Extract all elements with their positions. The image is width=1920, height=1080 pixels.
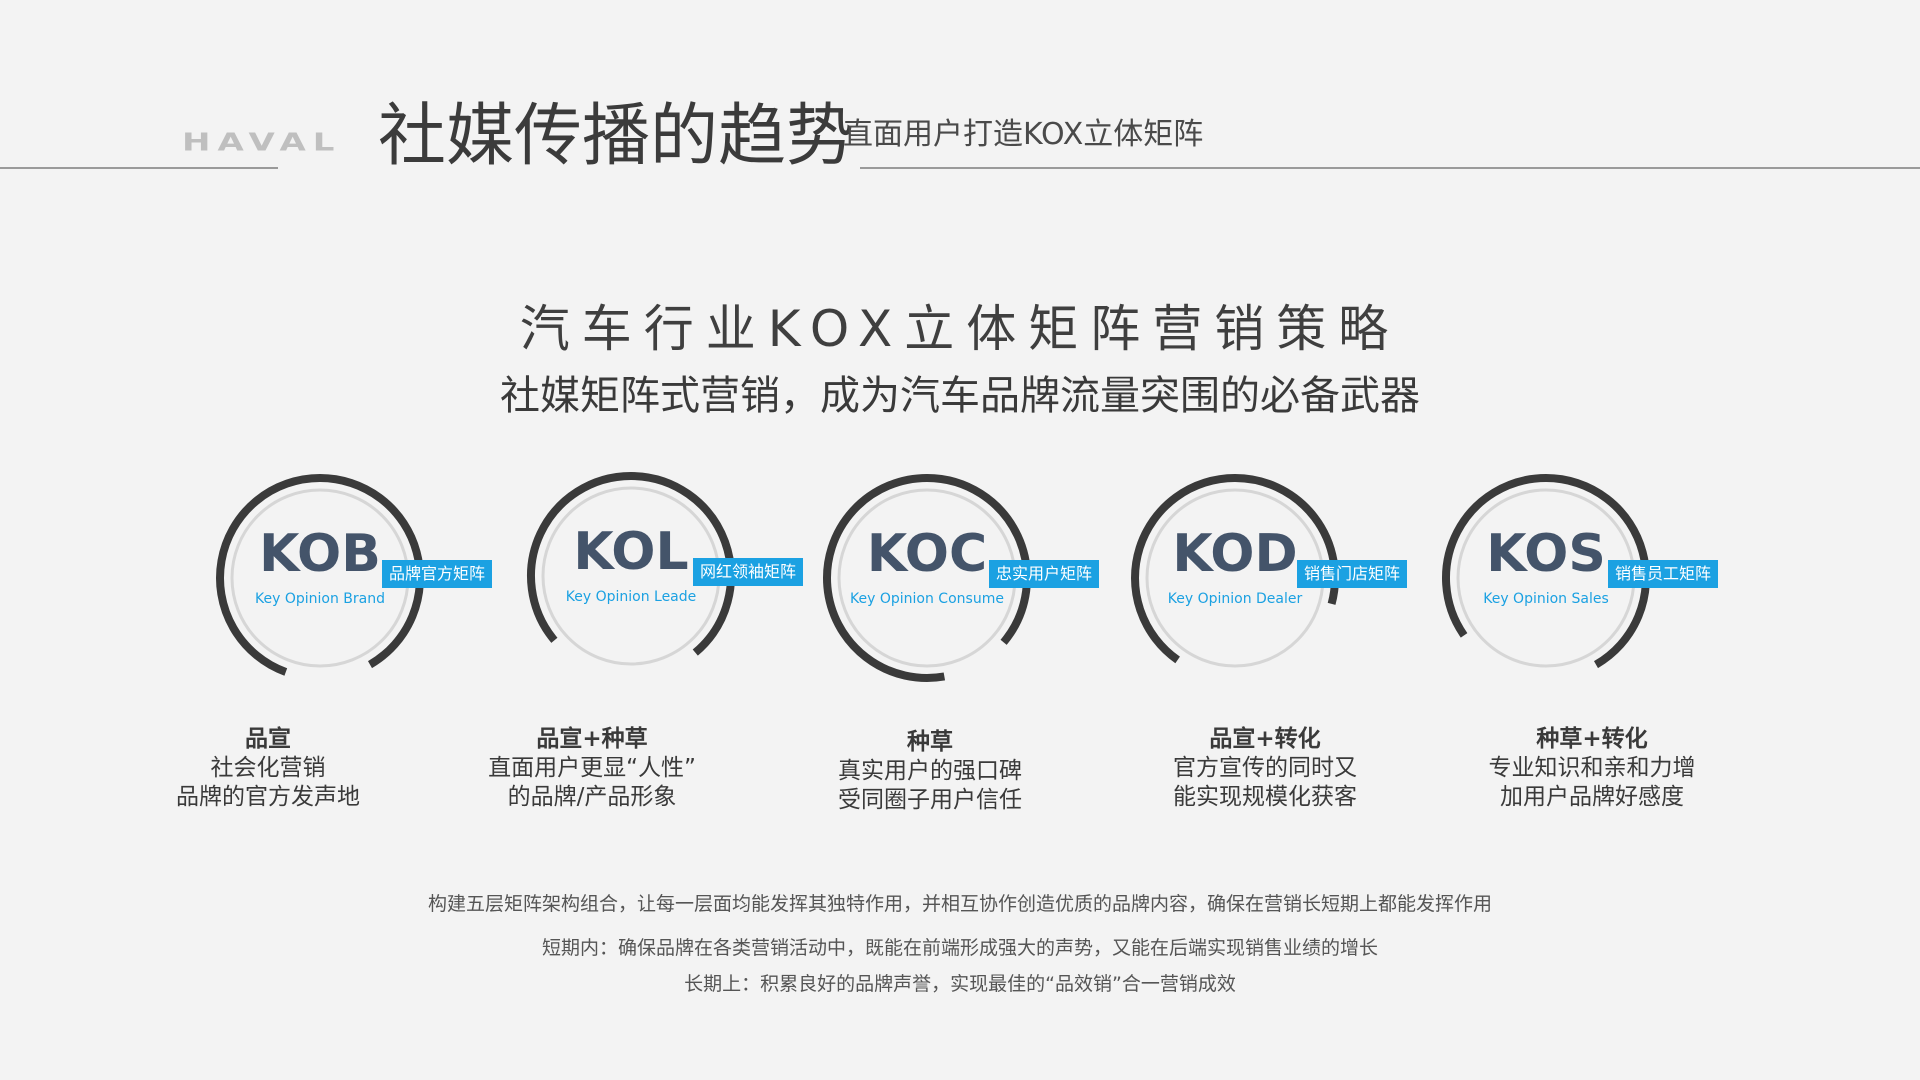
description-line: 真实用户的强口碑 <box>838 758 1022 784</box>
kox-code: KOC <box>866 524 988 584</box>
outer-ring-arc <box>527 472 632 643</box>
outer-ring-arc <box>216 474 321 676</box>
description-title: 品宣+种草 <box>536 726 648 752</box>
matrix-tag: 忠实用户矩阵 <box>989 560 1100 588</box>
header-divider-right <box>860 167 1920 169</box>
description-line: 直面用户更显“人性” <box>488 755 696 781</box>
kox-circle-kob: KOB Key Opinion Brand 品牌官方矩阵 <box>210 468 530 688</box>
kox-circle-kol: KOL Key Opinion Leade 网红领袖矩阵 <box>521 466 841 686</box>
strategy-headline: 汽车行业KOX立体矩阵营销策略 <box>519 300 1401 358</box>
header-divider-left <box>0 167 278 169</box>
brand-logo: HAVAL <box>182 128 342 157</box>
kol-description: 品宣+种草 直面用户更显“人性” 的品牌/产品形象 <box>462 724 722 812</box>
kox-circle-koc: KOC Key Opinion Consume 忠实用户矩阵 <box>817 468 1137 688</box>
kox-fullname: Key Opinion Sales <box>1483 591 1609 607</box>
ring-graphic <box>1442 474 1650 669</box>
kox-circle-kos: KOS Key Opinion Sales 销售员工矩阵 <box>1436 468 1756 688</box>
description-title: 品宣 <box>245 726 291 752</box>
kox-code: KOB <box>259 524 381 584</box>
description-line: 受同圈子用户信任 <box>838 787 1022 813</box>
description-line: 能实现规模化获客 <box>1173 784 1357 810</box>
description-line: 的品牌/产品形象 <box>507 784 677 810</box>
kox-code: KOS <box>1486 524 1606 584</box>
matrix-tag: 网红领袖矩阵 <box>693 558 804 586</box>
kod-description: 品宣+转化 官方宣传的同时又 能实现规模化获客 <box>1135 724 1395 812</box>
kox-code: KOL <box>573 522 689 582</box>
matrix-tag: 品牌官方矩阵 <box>382 560 493 588</box>
page-title: 社媒传播的趋势 <box>378 97 855 176</box>
matrix-tag: 销售员工矩阵 <box>1608 560 1719 588</box>
kox-fullname: Key Opinion Dealer <box>1167 591 1303 607</box>
footer-long-term: 长期上：积累良好的品牌声誉，实现最佳的“品效销”合一营销成效 <box>684 973 1236 995</box>
kox-fullname: Key Opinion Leade <box>565 589 697 605</box>
outer-ring-arc <box>823 474 946 682</box>
description-line: 社会化营销 <box>210 755 326 781</box>
outer-ring-arc <box>1545 474 1650 669</box>
description-line: 品牌的官方发声地 <box>176 784 360 810</box>
koc-description: 种草 真实用户的强口碑 受同圈子用户信任 <box>800 727 1060 815</box>
outer-ring-arc <box>1442 474 1547 638</box>
kox-code: KOD <box>1172 524 1298 584</box>
kox-fullname: Key Opinion Brand <box>255 591 385 607</box>
outer-ring-arc <box>630 472 735 656</box>
footer-short-term: 短期内：确保品牌在各类营销活动中，既能在前端形成强大的声势，又能在后端实现销售业… <box>541 937 1378 959</box>
page-subtitle: 直面用户打造KOX立体矩阵 <box>843 117 1204 152</box>
description-line: 官方宣传的同时又 <box>1173 755 1357 781</box>
outer-ring-arc <box>319 474 424 669</box>
kos-description: 种草+转化 专业知识和亲和力增 加用户品牌好感度 <box>1462 724 1722 812</box>
description-title: 品宣+转化 <box>1209 726 1321 752</box>
strategy-subheadline: 社媒矩阵式营销，成为汽车品牌流量突围的必备武器 <box>500 373 1420 419</box>
description-line: 专业知识和亲和力增 <box>1488 755 1696 781</box>
outer-ring-arc <box>1131 474 1236 664</box>
description-title: 种草 <box>907 729 953 755</box>
matrix-tag: 销售门店矩阵 <box>1297 560 1408 588</box>
kob-description: 品宣 社会化营销 品牌的官方发声地 <box>138 724 398 812</box>
kox-fullname: Key Opinion Consume <box>850 591 1004 607</box>
footer-summary: 构建五层矩阵架构组合，让每一层面均能发挥其独特作用，并相互协作创造优质的品牌内容… <box>427 893 1492 915</box>
description-title: 种草+转化 <box>1536 726 1648 752</box>
kox-circle-kod: KOD Key Opinion Dealer 销售门店矩阵 <box>1125 468 1445 688</box>
description-line: 加用户品牌好感度 <box>1500 784 1684 810</box>
outer-ring-arc <box>926 474 1031 645</box>
